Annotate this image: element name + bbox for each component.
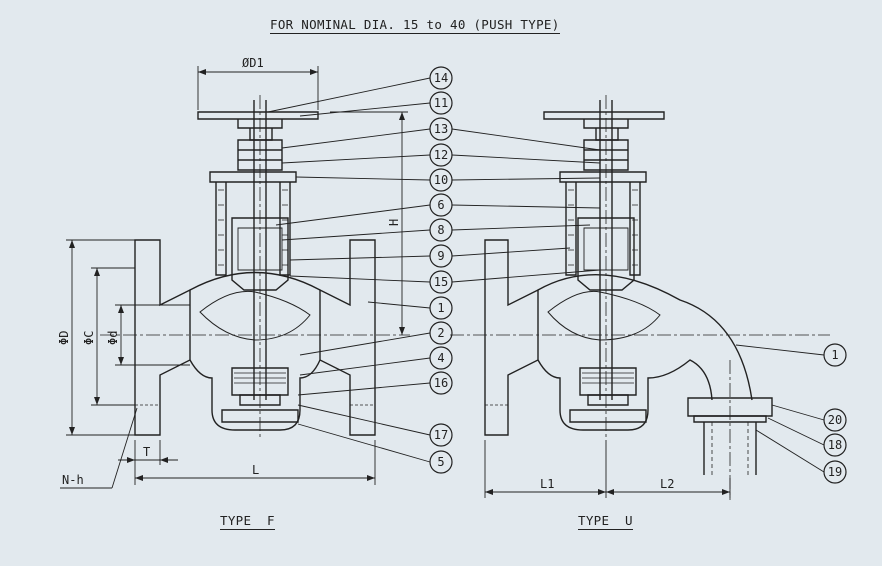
dim-oc: ΦC [82, 331, 96, 345]
callout-20: 20 [828, 413, 842, 427]
callout-leaders [267, 77, 825, 473]
dim-l2: L2 [660, 477, 674, 491]
dim-h: H [387, 219, 401, 226]
callout-16: 16 [434, 376, 448, 390]
callout-19: 19 [828, 465, 842, 479]
type-f-label: TYPE F [220, 513, 275, 530]
callout-18: 18 [828, 438, 842, 452]
callout-17: 17 [434, 428, 448, 442]
callout-11: 11 [434, 96, 448, 110]
callout-4: 4 [437, 351, 444, 365]
dim-odd: Φd [106, 331, 120, 345]
callout-13: 13 [434, 122, 448, 136]
callout-2: 2 [437, 326, 444, 340]
callout-circles [429, 66, 847, 484]
dim-od: ΦD [57, 331, 71, 345]
dim-t: T [143, 445, 150, 459]
callout-6: 6 [437, 198, 444, 212]
type-f-valve [100, 95, 410, 440]
dim-l1: L1 [540, 477, 554, 491]
callout-5: 5 [437, 455, 444, 469]
type-u-label: TYPE U [578, 513, 633, 530]
callout-8: 8 [437, 223, 444, 237]
dim-nh: N-h [62, 473, 84, 487]
callout-10: 10 [434, 173, 448, 187]
type-u-valve [450, 95, 830, 500]
callout-12: 12 [434, 148, 448, 162]
type-u-dimensions [484, 440, 731, 498]
callout-u-1: 1 [831, 348, 838, 362]
callout-14: 14 [434, 71, 448, 85]
callout-9: 9 [437, 249, 444, 263]
dim-od1: ØD1 [242, 56, 264, 70]
type-f-dimensions [60, 66, 408, 489]
callout-15: 15 [434, 275, 448, 289]
drawing-title: FOR NOMINAL DIA. 15 to 40 (PUSH TYPE) [270, 17, 560, 34]
callout-1: 1 [437, 301, 444, 315]
dim-l: L [252, 463, 259, 477]
